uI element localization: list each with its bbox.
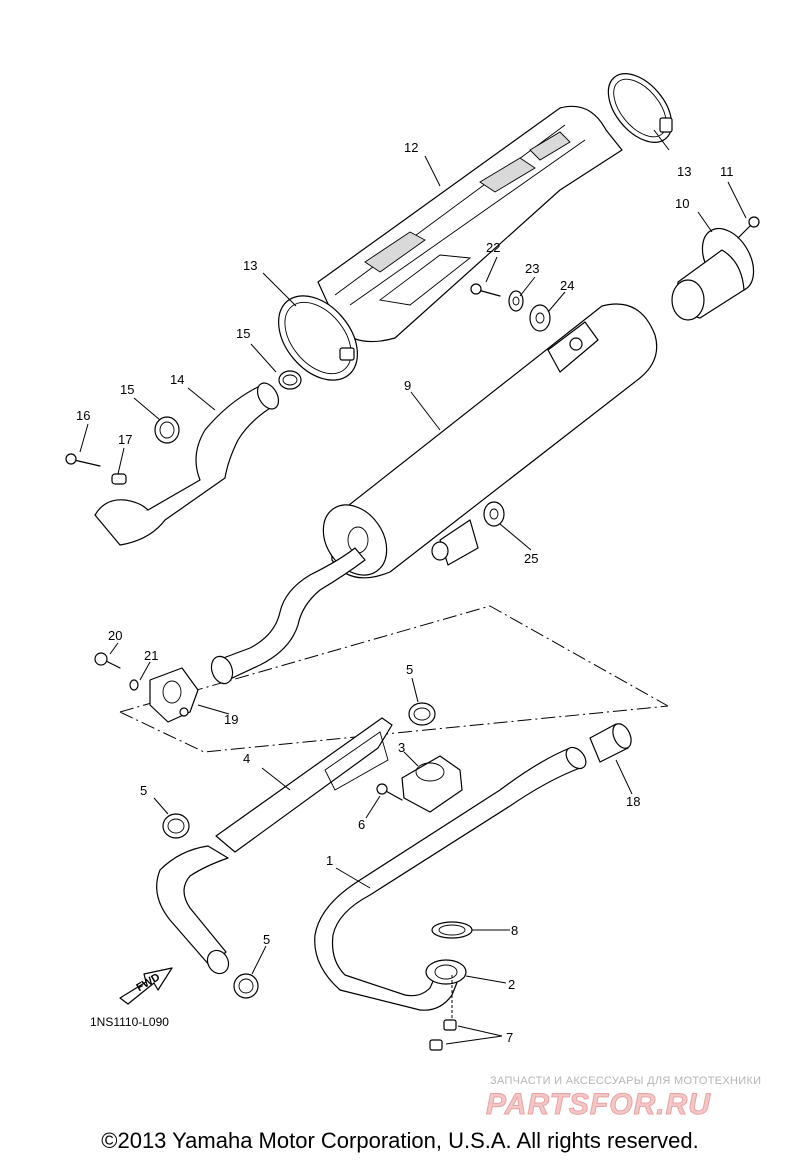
callout-5-upper: 5 (406, 662, 413, 677)
part-25-grommet[interactable] (483, 501, 505, 527)
part-22-bolt[interactable] (470, 283, 501, 297)
diagram-code: 1NS1110-L090 (90, 1015, 169, 1029)
part-1-exhaust-pipe[interactable] (314, 744, 590, 1011)
part-15-clamp-upper[interactable] (278, 370, 302, 390)
callout-13-lower: 13 (243, 258, 257, 273)
part-21-washer[interactable] (129, 679, 139, 691)
callout-5-lower: 5 (263, 932, 270, 947)
watermark-brand: PARTSFOR.RU (486, 1088, 711, 1121)
part-14-exhaust-pipe[interactable] (94, 379, 283, 546)
part-12-heat-shield[interactable] (317, 105, 623, 343)
part-4-lower-pipe (156, 845, 230, 975)
callout-4: 4 (243, 751, 250, 766)
callout-labels: 12 13 11 10 22 13 23 24 15 9 14 15 16 17… (76, 140, 734, 1045)
part-5-clamp-upper[interactable] (408, 702, 436, 726)
part-9-inlet-pipe (210, 547, 366, 685)
part-19-bracket[interactable] (149, 667, 199, 723)
callout-21: 21 (144, 648, 158, 663)
callout-19: 19 (224, 712, 238, 727)
watermark-tagline: ЗАПЧАСТИ И АКСЕССУАРЫ ДЛЯ МОТОТЕХНИКИ (490, 1075, 761, 1087)
callout-5-left: 5 (140, 783, 147, 798)
callout-10: 10 (675, 196, 689, 211)
assembly-outline (119, 605, 669, 753)
callout-16: 16 (76, 408, 90, 423)
fwd-arrow-icon: FWD (119, 967, 173, 1005)
callout-18: 18 (626, 794, 640, 809)
callout-8: 8 (511, 923, 518, 938)
callout-15-upper: 15 (236, 326, 250, 341)
part-24-grommet[interactable] (529, 304, 551, 332)
callout-22: 22 (486, 240, 500, 255)
callout-11: 11 (720, 164, 734, 179)
part-3-bracket[interactable] (401, 755, 463, 813)
callout-14: 14 (170, 372, 184, 387)
callout-15-lower: 15 (120, 382, 134, 397)
callout-23: 23 (525, 261, 539, 276)
part-15-clamp-lower[interactable] (154, 416, 180, 444)
part-8-gasket[interactable] (431, 921, 473, 939)
callout-24: 24 (560, 278, 574, 293)
part-23-washer[interactable] (508, 290, 524, 312)
callout-6: 6 (358, 817, 365, 832)
part-2-flange[interactable] (425, 959, 467, 985)
part-20-bolt[interactable] (94, 652, 121, 669)
callout-3: 3 (398, 740, 405, 755)
part-5-clamp-left[interactable] (162, 813, 190, 839)
callout-13-upper: 13 (677, 164, 691, 179)
part-7-nut-upper[interactable] (443, 1019, 457, 1031)
callout-17: 17 (118, 432, 132, 447)
part-4-protector[interactable] (215, 717, 393, 853)
part-6-bolt[interactable] (376, 783, 403, 801)
part-7-nut-lower[interactable] (429, 1039, 443, 1051)
copyright-notice: ©2013 Yamaha Motor Corporation, U.S.A. A… (101, 1128, 699, 1153)
callout-2: 2 (508, 977, 515, 992)
part-18-gasket[interactable] (589, 721, 635, 763)
part-17-collar[interactable] (111, 473, 127, 485)
callout-1: 1 (326, 853, 333, 868)
callout-12: 12 (404, 140, 418, 155)
part-10-spark-arrester[interactable] (671, 220, 764, 321)
part-13-clamp-upper[interactable] (596, 62, 684, 154)
callout-20: 20 (108, 628, 122, 643)
svg-text:FWD: FWD (134, 971, 162, 994)
part-11-bolt[interactable] (737, 216, 760, 239)
part-13-clamp-lower[interactable] (263, 281, 374, 396)
leader-lines (79, 129, 747, 1045)
part-5-clamp-lower[interactable] (233, 973, 259, 999)
callout-25: 25 (524, 551, 538, 566)
callout-9: 9 (404, 378, 411, 393)
part-16-bolt[interactable] (65, 453, 101, 467)
part-9-muffler[interactable] (310, 303, 658, 587)
callout-7: 7 (506, 1030, 513, 1045)
